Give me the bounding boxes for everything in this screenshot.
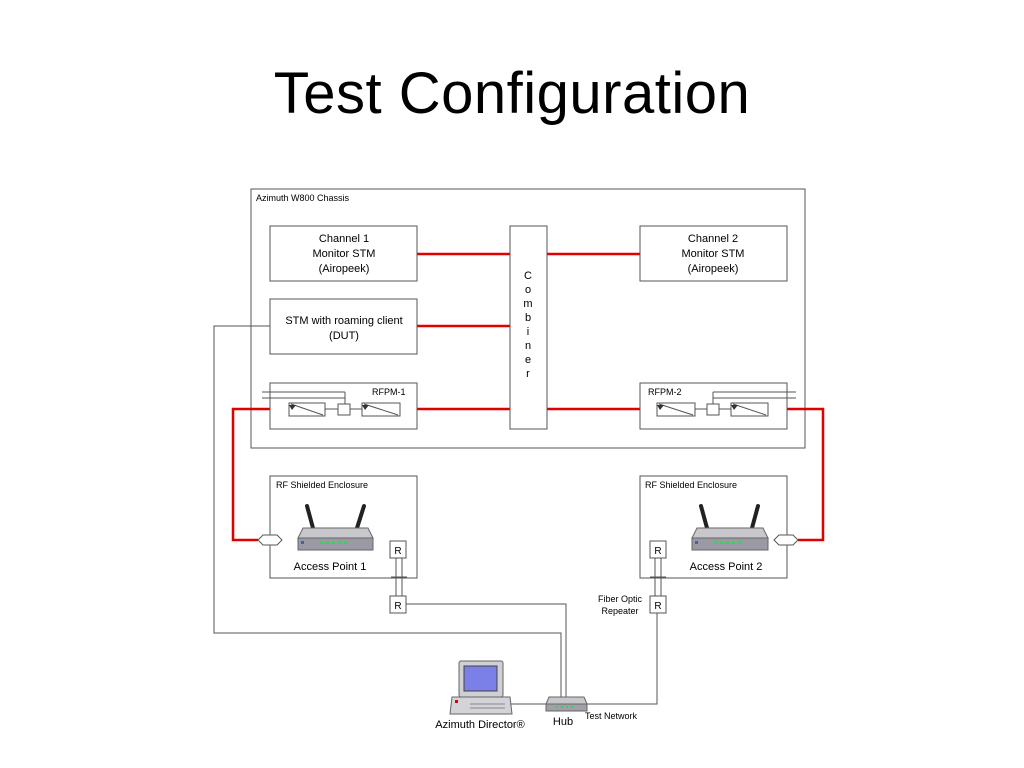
channel2-line1: Channel 2 xyxy=(688,233,738,245)
fiber-repeater-line1: Fiber Optic xyxy=(598,594,643,604)
svg-text:C: C xyxy=(524,270,532,282)
svg-text:R: R xyxy=(654,601,661,612)
repeater-ap1-lower xyxy=(389,595,407,614)
rf-connector-1 xyxy=(257,534,283,546)
svg-text:r: r xyxy=(526,368,530,380)
svg-text:R: R xyxy=(654,546,661,557)
test-network-label: Test Network xyxy=(585,711,638,721)
svg-text:i: i xyxy=(527,326,529,338)
fiber-links xyxy=(391,558,666,596)
repeater-ap2-lower xyxy=(649,595,667,614)
stm-line1: STM with roaming client xyxy=(285,315,402,327)
rf-line-right-down xyxy=(768,407,825,542)
rf-line-left-down xyxy=(231,407,289,542)
rfpm2-label: RFPM-2 xyxy=(648,387,682,397)
enclosure2-box xyxy=(639,475,788,579)
svg-text:n: n xyxy=(525,340,531,352)
channel1-box xyxy=(269,225,418,282)
channel2-line2: Monitor STM xyxy=(682,248,745,260)
combiner-box xyxy=(509,225,548,430)
enclosure1-label: RF Shielded Enclosure xyxy=(276,480,368,490)
rf-cables xyxy=(231,252,825,542)
svg-text:R: R xyxy=(394,546,401,557)
svg-text:e: e xyxy=(525,354,531,366)
switch-1 xyxy=(337,403,351,416)
channel1-line1: Channel 1 xyxy=(319,233,369,245)
computer-icon xyxy=(449,660,513,715)
access-point-2-icon xyxy=(691,504,769,551)
channel2-line3: (Airopeek) xyxy=(688,263,739,275)
ap1-label: Access Point 1 xyxy=(294,561,367,573)
svg-text:R: R xyxy=(394,601,401,612)
stm-line2: (DUT) xyxy=(329,330,359,342)
rfpm1-internals xyxy=(262,391,401,417)
cable-r2-to-hub xyxy=(587,612,658,705)
repeater-ap2 xyxy=(649,540,667,559)
ap2-label: Access Point 2 xyxy=(690,561,763,573)
stm-box xyxy=(269,298,418,355)
chassis-label: Azimuth W800 Chassis xyxy=(256,193,350,203)
channel2-box xyxy=(639,225,788,282)
slide-title: Test Configuration xyxy=(273,61,751,126)
combiner-label: C o m b i n e r xyxy=(523,270,532,380)
switch-2 xyxy=(706,403,720,416)
repeater-ap1 xyxy=(389,540,407,559)
channel1-line2: Monitor STM xyxy=(313,248,376,260)
rf-connector-2 xyxy=(773,534,799,546)
fiber-repeater-line2: Repeater xyxy=(601,606,638,616)
rfpm1-label: RFPM-1 xyxy=(372,387,406,397)
svg-text:o: o xyxy=(525,284,531,296)
enclosure2-label: RF Shielded Enclosure xyxy=(645,480,737,490)
hub-icon xyxy=(545,696,588,712)
svg-text:m: m xyxy=(523,298,532,310)
cable-stm-to-hub xyxy=(213,325,562,700)
rfpm2-internals xyxy=(656,391,796,417)
cable-r1-to-hub xyxy=(406,603,567,700)
access-point-1-icon xyxy=(297,504,374,551)
enclosure1-box xyxy=(269,475,418,579)
svg-text:b: b xyxy=(525,312,531,324)
azimuth-director-label: Azimuth Director® xyxy=(435,719,524,731)
hub-label: Hub xyxy=(553,716,573,728)
channel1-line3: (Airopeek) xyxy=(319,263,370,275)
